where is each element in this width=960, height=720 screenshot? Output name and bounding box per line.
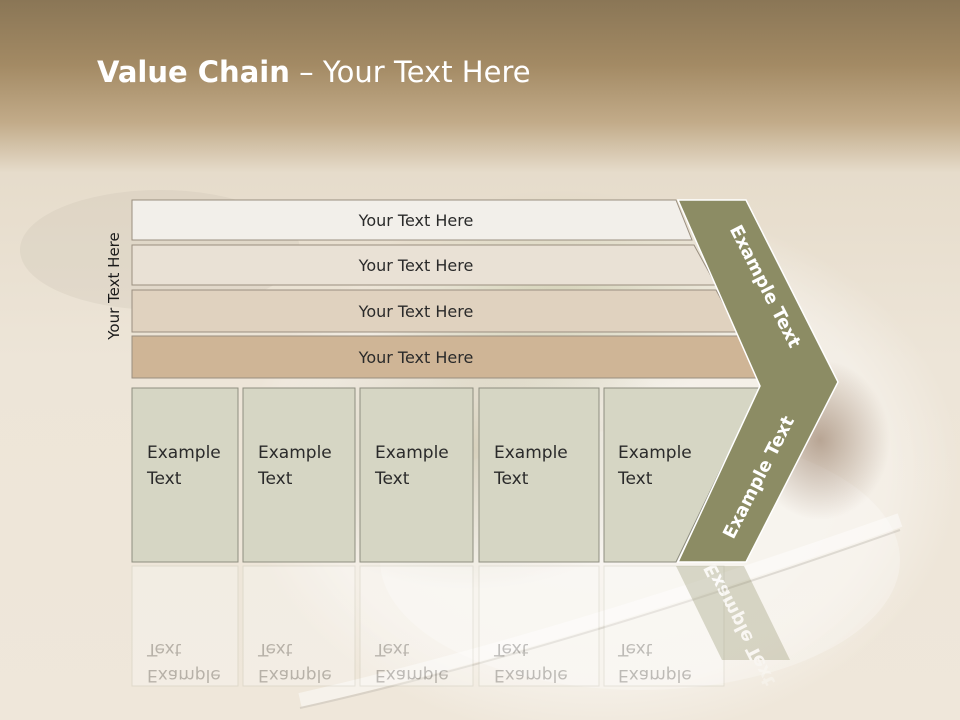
box-4-reflection xyxy=(478,565,600,687)
box-1 xyxy=(131,387,239,563)
bar-3-label: Your Text Here xyxy=(358,302,474,321)
box-2-line2: Text xyxy=(257,469,293,489)
box-5-line1: Example xyxy=(618,443,692,463)
bar-1 xyxy=(131,199,693,241)
bar-2-label: Your Text Here xyxy=(358,256,474,275)
box-2-line1: Example xyxy=(258,443,332,463)
box-2-reflection-line2: Text xyxy=(257,639,293,659)
box-4-reflection-line1: Example xyxy=(494,665,568,685)
box-1-reflection-line2: Text xyxy=(146,639,182,659)
chevron-arrow xyxy=(676,199,839,563)
box-2 xyxy=(242,387,356,563)
chevron-reflection-shape xyxy=(676,566,790,660)
box-3-line2: Text xyxy=(374,469,410,489)
title-separator: – xyxy=(289,55,323,89)
box-3-reflection-line1: Example xyxy=(375,665,449,685)
box-3-reflection xyxy=(359,565,474,687)
box-4-reflection-line2: Text xyxy=(493,639,529,659)
title-rest: Your Text Here xyxy=(322,55,531,89)
title-bold: Value Chain xyxy=(97,55,290,89)
box-1-reflection-line1: Example xyxy=(147,665,221,685)
box-5-reflection-line2: Text xyxy=(617,639,653,659)
box-4 xyxy=(478,387,600,563)
box-5 xyxy=(603,387,761,563)
box-3 xyxy=(359,387,474,563)
box-5-reflection xyxy=(603,565,725,687)
bar-1-label: Your Text Here xyxy=(358,211,474,230)
box-5-reflection-line1: Example xyxy=(618,665,692,685)
box-1-line2: Text xyxy=(146,469,182,489)
box-3-line1: Example xyxy=(375,443,449,463)
box-1-reflection xyxy=(131,565,239,687)
box-2-reflection-line1: Example xyxy=(258,665,332,685)
box-5-line2: Text xyxy=(617,469,653,489)
box-2-reflection xyxy=(242,565,356,687)
box-1-line1: Example xyxy=(147,443,221,463)
box-4-line1: Example xyxy=(494,443,568,463)
box-4-line2: Text xyxy=(493,469,529,489)
slide-title: Value Chain – Your Text Here xyxy=(97,55,531,89)
box-3-reflection-line2: Text xyxy=(374,639,410,659)
bar-4-label: Your Text Here xyxy=(358,348,474,367)
